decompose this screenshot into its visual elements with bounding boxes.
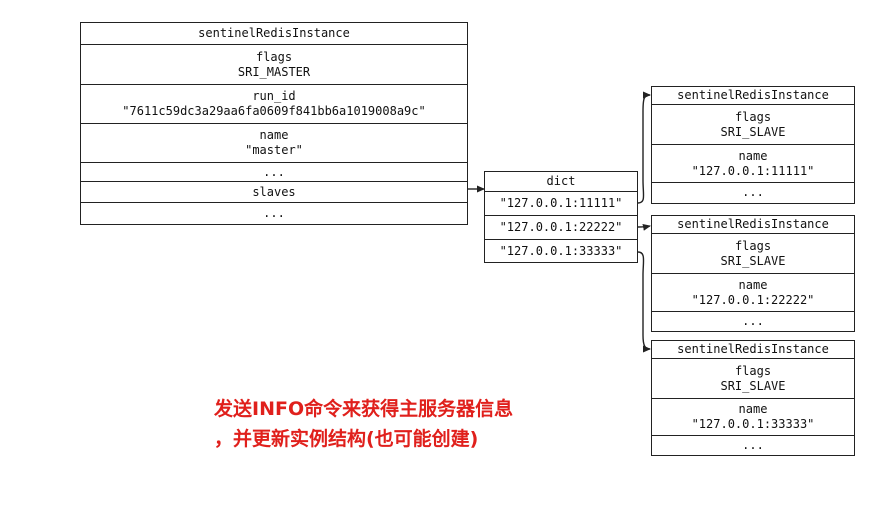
slave-ellipsis-cell: ... [652, 183, 854, 202]
slave-flags-value: SRI_SLAVE [720, 253, 786, 268]
slave-ellipsis-cell: ... [652, 436, 854, 454]
slave-name-cell: name "127.0.0.1:22222" [652, 274, 854, 312]
master-slaves-label: slaves [252, 184, 296, 199]
master-ellipsis-1: ... [263, 164, 285, 179]
dict-key-cell: "127.0.0.1:11111" [485, 192, 637, 216]
slave-name-value: "127.0.0.1:11111" [691, 163, 815, 178]
slave-title-cell: sentinelRedisInstance [652, 87, 854, 105]
master-flags-value: SRI_MASTER [237, 64, 311, 79]
slave-flags-cell: flags SRI_SLAVE [652, 234, 854, 274]
dict-key-2-to-slave-2-arrow [637, 223, 651, 231]
dict-key: "127.0.0.1:33333" [499, 243, 623, 258]
master-title-cell: sentinelRedisInstance [81, 23, 467, 45]
slave-ellipsis: ... [742, 437, 764, 452]
dict-key: "127.0.0.1:11111" [499, 196, 623, 210]
master-instance-box: sentinelRedisInstance flags SRI_MASTER r… [80, 22, 468, 225]
master-name-label: name [259, 128, 289, 142]
slave-flags-label: flags [734, 109, 772, 124]
slave-instance-box: sentinelRedisInstance flags SRI_SLAVE na… [651, 340, 855, 456]
master-slaves-cell: slaves [81, 182, 467, 203]
slave-name-cell: name "127.0.0.1:11111" [652, 145, 854, 183]
slave-name-label: name [738, 148, 768, 163]
slave-ellipsis-cell: ... [652, 312, 854, 330]
master-ellipsis-2-cell: ... [81, 203, 467, 223]
slave-flags-cell: flags SRI_SLAVE [652, 359, 854, 399]
master-run-id-label: run_id [252, 89, 296, 103]
slave-title: sentinelRedisInstance [677, 217, 829, 231]
master-run-id-value: "7611c59dc3a29aa6fa0609f841bb6a1019008a9… [122, 104, 426, 118]
dict-title-cell: dict [485, 172, 637, 192]
slave-title-cell: sentinelRedisInstance [652, 341, 854, 359]
dict-key-1-to-slave-1-arrow [637, 91, 651, 204]
master-flags-cell: flags SRI_MASTER [81, 45, 467, 85]
slave-title: sentinelRedisInstance [677, 342, 829, 356]
slave-ellipsis: ... [742, 185, 764, 199]
slave-name-label: name [738, 402, 768, 416]
dict-key-cell: "127.0.0.1:33333" [485, 240, 637, 262]
dict-key-3-to-slave-3-arrow [637, 251, 651, 353]
slave-name-value: "127.0.0.1:33333" [691, 417, 815, 431]
master-ellipsis-2: ... [263, 205, 285, 220]
dict-title: dict [546, 174, 576, 188]
slave-instance-box: sentinelRedisInstance flags SRI_SLAVE na… [651, 86, 855, 204]
dict-key-cell: "127.0.0.1:22222" [485, 216, 637, 240]
slave-ellipsis: ... [742, 313, 764, 328]
slave-instance-box: sentinelRedisInstance flags SRI_SLAVE na… [651, 215, 855, 332]
dict-key: "127.0.0.1:22222" [499, 220, 623, 234]
master-flags-label: flags [255, 49, 293, 64]
slave-title-cell: sentinelRedisInstance [652, 216, 854, 234]
slave-flags-cell: flags SRI_SLAVE [652, 105, 854, 145]
master-run-id-cell: run_id "7611c59dc3a29aa6fa0609f841bb6a10… [81, 85, 467, 124]
caption-line-1: 发送INFO命令来获得主服务器信息 [214, 398, 514, 420]
slave-name-label: name [738, 277, 768, 292]
slave-name-value: "127.0.0.1:22222" [691, 292, 815, 307]
master-ellipsis-1-cell: ... [81, 163, 467, 182]
caption: 发送INFO命令来获得主服务器信息 ，并更新实例结构(也可能创建) [214, 394, 513, 454]
slave-flags-label: flags [734, 363, 772, 378]
dict-box: dict "127.0.0.1:11111" "127.0.0.1:22222"… [484, 171, 638, 263]
slave-title: sentinelRedisInstance [677, 88, 829, 102]
master-title: sentinelRedisInstance [198, 26, 350, 40]
slave-flags-value: SRI_SLAVE [720, 378, 786, 393]
slave-name-cell: name "127.0.0.1:33333" [652, 399, 854, 436]
slave-flags-value: SRI_SLAVE [720, 124, 786, 139]
master-name-value: "master" [245, 143, 303, 157]
slave-flags-label: flags [734, 238, 772, 253]
caption-line-2: ，并更新实例结构(也可能创建) [214, 428, 479, 450]
master-name-cell: name "master" [81, 124, 467, 163]
